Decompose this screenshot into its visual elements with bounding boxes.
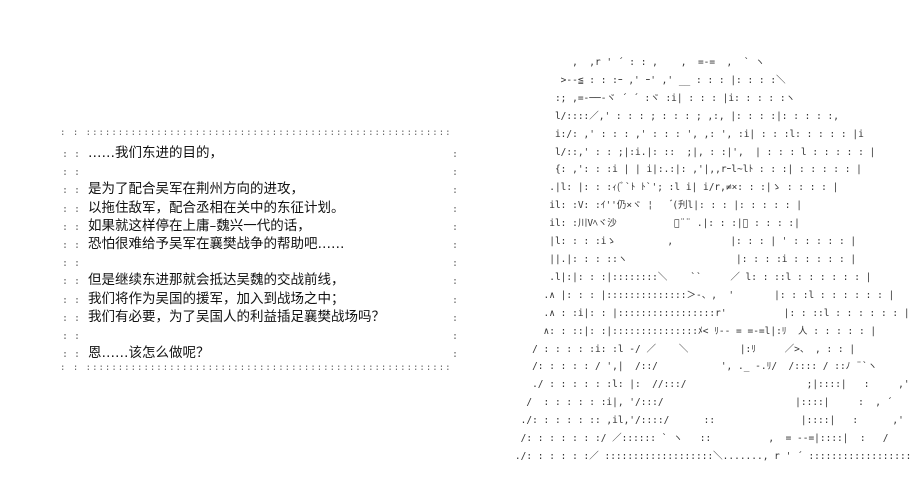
- dialogue-line: 但是继续东进那就会抵达吴魏的交战前线，: [88, 272, 345, 289]
- dialogue-line: [88, 253, 448, 271]
- frame-bottom-border: : : ::::::::::::::::::::::::::::::::::::…: [60, 363, 452, 373]
- frame-top-border: : : ::::::::::::::::::::::::::::::::::::…: [60, 128, 452, 138]
- ascii-art-line: /: : : : : : :/ ／:::::: ` ヽ :: , = --=|:…: [452, 433, 912, 445]
- dialogue-line: [88, 162, 448, 180]
- ascii-art-line: i:/: ,' : : : ,' : : : ', ,: ', :i| : : …: [452, 128, 864, 140]
- ascii-art-character: , ,r ' ´ : : , , =-= , ` ヽ >--≦ : : :ｰ ,…: [452, 54, 912, 474]
- dialogue-line: [88, 326, 448, 344]
- ascii-art-line: il: :V: :ｲ''仍×ヾ ¦ ゙(刋l|: : : |: : : : : …: [452, 200, 802, 212]
- dialogue-line: 以拖住敌军，配合丞相在关中的东征计划。: [88, 199, 345, 216]
- dialogue-line: 恩……该怎么做呢？: [88, 345, 210, 362]
- ascii-art-line: ./: : : : : :／ :::::::::::::::::::＼.....…: [514, 450, 912, 462]
- dialogue-line: ……我们东进的目的，: [88, 145, 223, 161]
- frame-right-rail: : : : : : : : : : : : :: [452, 149, 459, 361]
- ascii-art-line: /: : : : : / ',| /::/ ', ._ -.ﾘ/ /:::: /…: [452, 361, 878, 373]
- ascii-art-line: .∧ : :i|: : |:::::::::::::::::r' |: : ::…: [452, 307, 910, 319]
- ascii-art-line: il: :川Vﾍヾ沙 ゙¨¨ .|: : :|〃 : : : :|: [452, 218, 800, 230]
- ascii-art-line: ./: : : : : :: ,il,'/::::/ :: |::::| : ,…: [452, 415, 912, 427]
- ascii-art-line: .l|:|: : :|::::::::＼ `` ／ l: : ::l : : :…: [452, 271, 872, 283]
- ascii-art-line: .∧ |: : : |::::::::::::::＞-、, ' |: : :l …: [452, 289, 895, 301]
- ascii-art-line: .|l: |: : :ｨ(ﾞ`ﾄ ﾄ`'; :l i| i/r,≠×: : :|…: [452, 182, 839, 194]
- ascii-art-line: ./ : : : : : :l: |: //:::/ ;|::::| : ,' …: [452, 379, 912, 391]
- ascii-art-line: |l: : : :iゝ , |: : : | ' : : : : : |: [452, 236, 857, 248]
- ascii-art-line: ||.|: : : ::ヽ |: : : :i : : : : : |: [452, 253, 857, 265]
- ascii-art-line: , ,r ' ´ : : , , =-= , ` ヽ: [452, 57, 765, 68]
- ascii-art-line: {: ,': : :i | | i|:.:|: ,'|,,rｰl~lﾄ : : …: [452, 164, 862, 176]
- ascii-art-line: / : : : : :i: :l -/ ／ ＼ |:ﾘ ／>、 , : : |: [452, 343, 856, 355]
- ascii-art-line: ∧: : ::|: :|:::::::::::::::ﾒ< ﾘ-- = =-=l…: [452, 325, 877, 337]
- dialogue-text-box: ……我们东进的目的， 是为了配合吴军在荆州方向的进攻， 以拖住敌军，配合丞相在关…: [88, 144, 448, 362]
- dialogue-line: 是为了配合吴军在荆州方向的进攻，: [88, 181, 304, 198]
- dialogue-line: 如果就这样停在上庸–魏兴一代的话，: [88, 217, 311, 234]
- dialogue-line: 我们将作为吴国的援军，加入到战场之中；: [88, 290, 345, 307]
- ascii-art-line: l/::,' : : ;|:i.|: :: ;|, : :|', | : : :…: [452, 146, 876, 158]
- ascii-art-line: l/::::／,' : : : ; : : : ; ,:, |: : : :|:…: [452, 110, 839, 122]
- dialogue-line: 我们有必要，为了吴国人的利益插足襄樊战场吗？: [88, 308, 385, 325]
- frame-left-rail: : : : : : : : : : : : : : : : : : : : : …: [62, 149, 81, 361]
- dialogue-line: 恐怕很难给予吴军在襄樊战争的帮助吧……: [88, 235, 345, 252]
- ascii-art-line: >--≦ : : :ｰ ,' ｰ' ,' __ : : : |: : : :＼: [452, 74, 786, 86]
- ascii-art-line: :; ,=-──-ヾ ´ ´ :ヾ :i| : : : |i: : : : :ヽ: [452, 92, 796, 104]
- ascii-art-line: / : : : : : :i|, '/:::/ |::::| : , ´ |i: [452, 397, 912, 409]
